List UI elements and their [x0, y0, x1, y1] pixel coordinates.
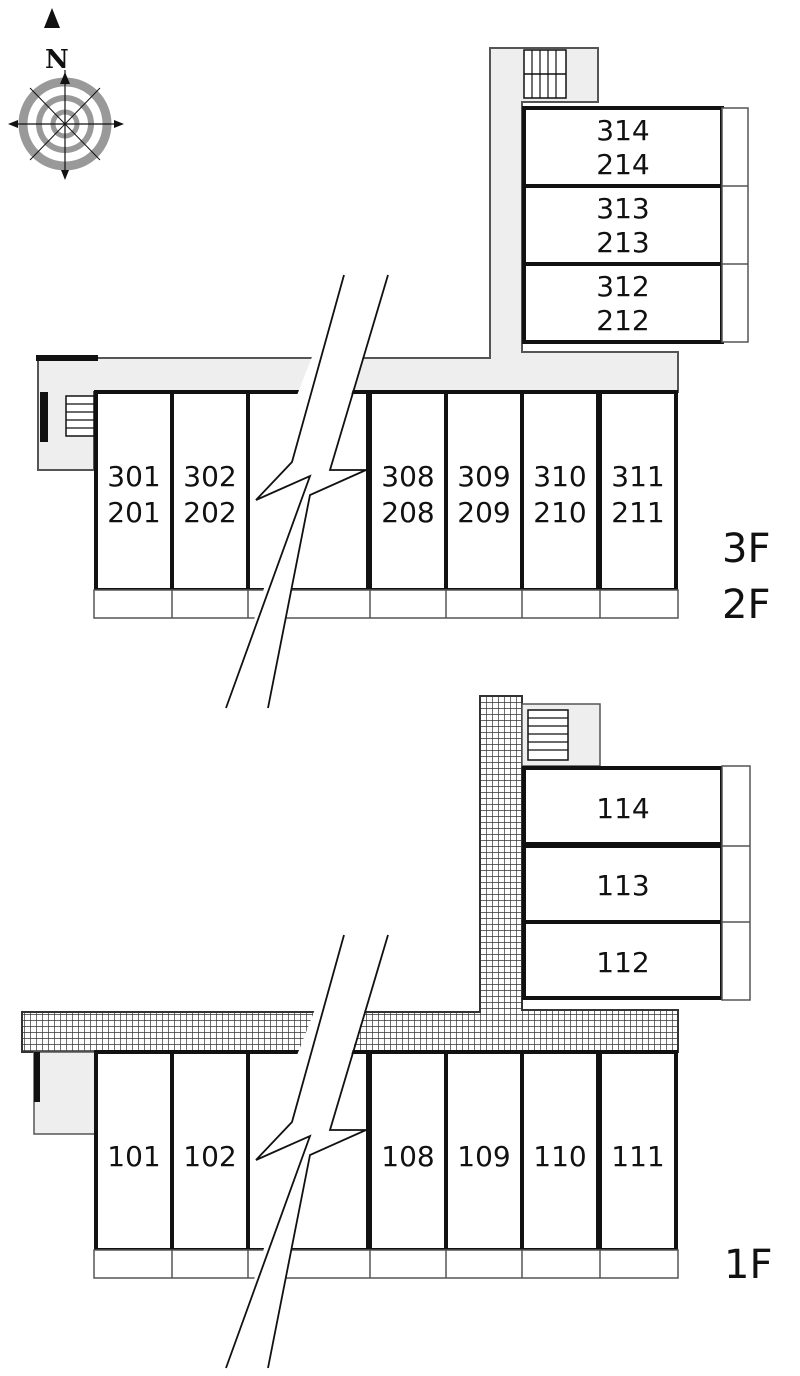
- compass-rose-icon: N: [8, 8, 124, 180]
- unit-109-label: 109: [457, 1140, 510, 1173]
- floor-label-2f: 2F: [722, 582, 770, 628]
- unit-211-label: 211: [611, 496, 664, 529]
- lower-block: 114 113 112 101 102 108 109 110 111 1F: [21, 695, 772, 1369]
- unit-110-label: 110: [533, 1140, 586, 1173]
- upper-block: 314 214 313 213 312 212 301 201 302 202 …: [36, 47, 770, 709]
- unit-113-label: 113: [596, 869, 649, 902]
- upper-right-stairs: [523, 49, 567, 99]
- lower-wing-units: [522, 765, 751, 1001]
- upper-wing-units: [522, 106, 749, 344]
- unit-108-label: 108: [381, 1140, 434, 1173]
- unit-312-label: 312: [596, 270, 649, 303]
- floor-label-1f: 1F: [724, 1242, 772, 1288]
- lower-right-stairs: [521, 703, 601, 767]
- upper-left-stairs: [40, 392, 95, 442]
- upper-row-units: [93, 390, 679, 619]
- unit-210-label: 210: [533, 496, 586, 529]
- unit-302-label: 302: [183, 460, 236, 493]
- unit-310-label: 310: [533, 460, 586, 493]
- unit-102-label: 102: [183, 1140, 236, 1173]
- unit-101-label: 101: [107, 1140, 160, 1173]
- unit-202-label: 202: [183, 496, 236, 529]
- compass-north-label: N: [45, 45, 69, 75]
- floor-label-3f: 3F: [722, 526, 770, 572]
- lower-row-units: [93, 1050, 679, 1279]
- unit-308-label: 308: [381, 460, 434, 493]
- lower-break-mark: [225, 934, 389, 1369]
- unit-208-label: 208: [381, 496, 434, 529]
- upper-break-mark: [225, 274, 389, 709]
- unit-214-label: 214: [596, 148, 649, 181]
- unit-209-label: 209: [457, 496, 510, 529]
- unit-314-label: 314: [596, 114, 649, 147]
- unit-313-label: 313: [596, 192, 649, 225]
- unit-311-label: 311: [611, 460, 664, 493]
- unit-309-label: 309: [457, 460, 510, 493]
- unit-112-label: 112: [596, 946, 649, 979]
- unit-213-label: 213: [596, 226, 649, 259]
- unit-111-label: 111: [611, 1140, 664, 1173]
- unit-201-label: 201: [107, 496, 160, 529]
- unit-212-label: 212: [596, 304, 649, 337]
- unit-114-label: 114: [596, 792, 649, 825]
- unit-301-label: 301: [107, 460, 160, 493]
